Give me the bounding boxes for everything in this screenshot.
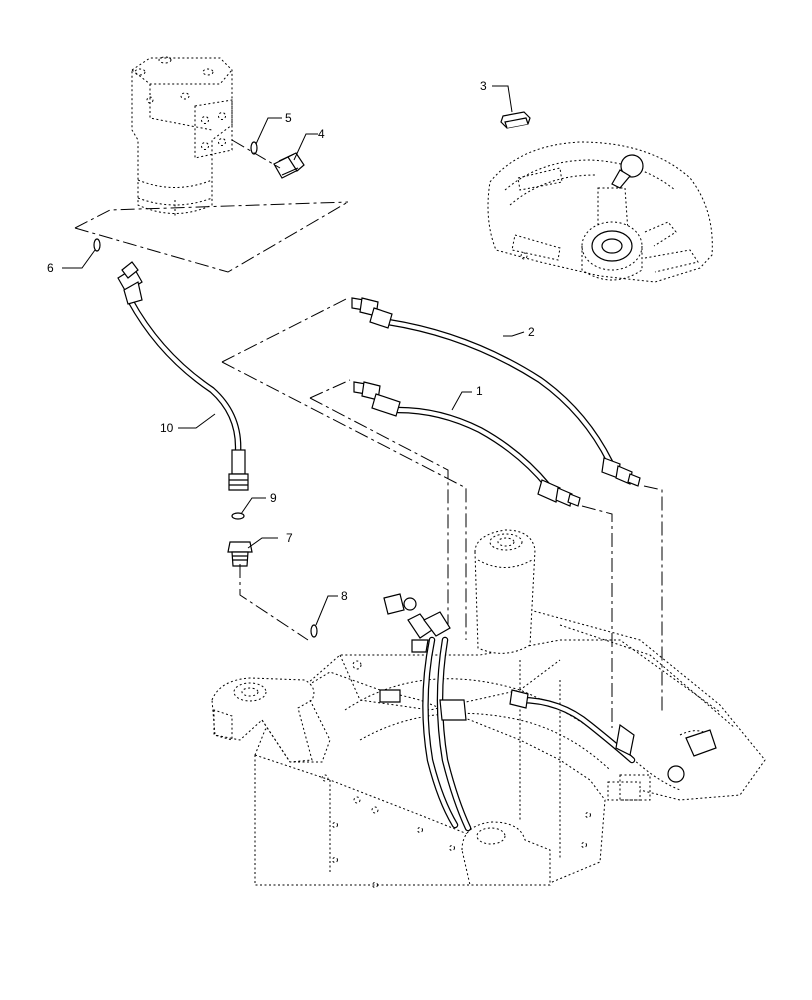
chassis-frame-phantom — [211, 529, 766, 888]
callout-5: 5 — [285, 111, 292, 125]
part-9-o-ring — [231, 512, 245, 520]
part-6-o-ring — [93, 238, 101, 252]
leader-lines — [74, 139, 663, 728]
callout-1: 1 — [476, 384, 483, 398]
part-7-fitting — [227, 541, 253, 567]
part-4-fitting — [273, 152, 305, 179]
part-5-o-ring — [250, 141, 258, 155]
callout-4: 4 — [318, 127, 325, 141]
callout-3: 3 — [480, 79, 487, 93]
steering-unit-phantom — [131, 56, 233, 218]
callout-8: 8 — [341, 589, 348, 603]
part-2-hose — [351, 297, 641, 487]
steering-console-phantom — [487, 141, 713, 283]
installed-hoses — [379, 593, 717, 832]
callout-10: 10 — [160, 421, 174, 435]
callout-9: 9 — [270, 491, 277, 505]
part-1-hose — [353, 381, 581, 507]
callout-7: 7 — [286, 531, 293, 545]
callout-2: 2 — [528, 325, 535, 339]
part-3-cap — [500, 111, 531, 129]
callout-lines — [62, 85, 525, 626]
callout-6: 6 — [47, 261, 54, 275]
part-8-o-ring — [310, 624, 318, 638]
part-10-hose — [117, 261, 249, 491]
